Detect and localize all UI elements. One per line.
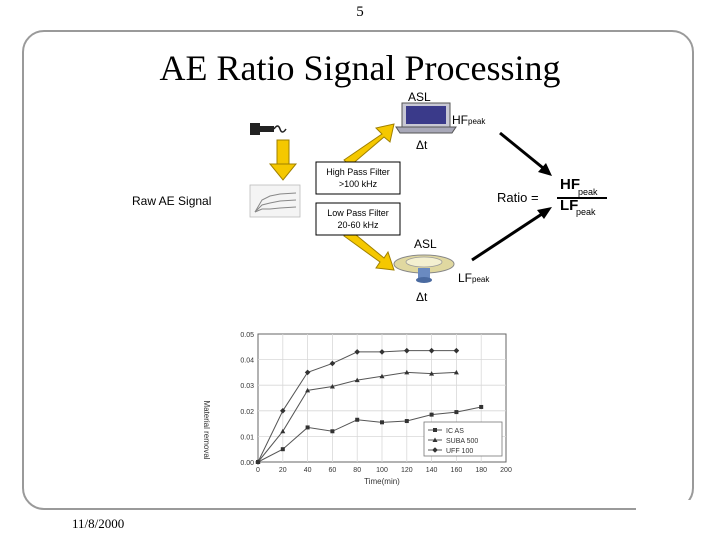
low-pass-filter-box — [315, 202, 401, 236]
high-pass-filter-box — [315, 161, 401, 195]
ratio-fraction-bar — [557, 197, 607, 199]
hf-text: HF — [452, 113, 468, 127]
ratio-numerator-sub: peak — [578, 187, 598, 197]
down-arrow-icon — [268, 139, 298, 181]
data-point — [280, 447, 285, 452]
asl-bottom-label: ASL — [414, 237, 437, 251]
data-point — [355, 417, 360, 422]
asl-top-label: ASL — [408, 90, 431, 104]
x-tick-label: 20 — [279, 467, 287, 474]
hf-to-ratio-line — [499, 131, 549, 174]
data-point — [404, 369, 410, 375]
arrow-to-top-asl-icon — [343, 123, 395, 167]
page-number: 5 — [356, 4, 364, 20]
disk-sample-icon — [393, 254, 455, 283]
data-point — [330, 429, 335, 434]
raw-signal-thumbnail — [249, 184, 301, 218]
data-point — [379, 373, 385, 379]
y-tick-label: 0.01 — [240, 434, 254, 441]
x-tick-label: 180 — [475, 467, 487, 474]
data-point — [454, 410, 459, 415]
data-point — [428, 347, 435, 354]
data-point — [432, 437, 438, 442]
series-line — [257, 406, 482, 463]
data-point — [304, 369, 311, 376]
arrow-to-bottom-asl-icon — [343, 229, 395, 271]
x-tick-label: 0 — [256, 467, 260, 474]
x-axis-label: Time(min) — [364, 477, 400, 486]
ae-sensor-icon — [250, 123, 287, 135]
data-point — [404, 419, 409, 424]
data-point — [432, 447, 438, 453]
y-tick-label: 0.03 — [240, 383, 254, 390]
slide-title: AE Ratio Signal Processing — [159, 48, 561, 88]
x-tick-label: 60 — [329, 467, 337, 474]
data-point — [255, 459, 261, 465]
y-axis-label: Material removal — [202, 400, 211, 459]
data-point — [280, 428, 286, 434]
high-pass-filter-line-2: >100 kHz — [338, 179, 378, 189]
x-tick-label: 80 — [353, 467, 361, 474]
legend-entry: IC AS — [446, 428, 464, 435]
x-tick-label: 140 — [426, 467, 438, 474]
lf-label: LFpeak — [458, 271, 489, 285]
delta-t-top-label: Δt — [416, 138, 428, 152]
x-tick-label: 40 — [304, 467, 312, 474]
data-point — [380, 420, 384, 425]
data-point — [453, 369, 459, 375]
slide-date: 11/8/2000 — [72, 516, 125, 531]
ratio-numerator: HF — [560, 176, 580, 193]
data-point — [354, 377, 360, 383]
data-point — [329, 383, 335, 389]
data-point — [433, 428, 437, 432]
material-removal-chart: 0.00 0.01 0.02 0.03 0.04 0.05 0 20 40 60 80 100 120 1… — [202, 332, 512, 486]
data-point — [305, 425, 310, 430]
data-point — [429, 371, 435, 376]
ratio-denominator: LF — [560, 197, 579, 214]
data-point — [329, 360, 336, 367]
y-tick-label: 0.00 — [240, 460, 254, 467]
data-point — [305, 387, 311, 393]
high-pass-filter-label: High Pass Filter >100 kHz — [316, 166, 400, 190]
data-point — [404, 347, 410, 354]
laptop-icon — [395, 102, 457, 134]
lf-to-ratio-line — [471, 208, 549, 262]
data-point — [453, 347, 460, 354]
low-pass-filter-line-2: 20-60 kHz — [337, 220, 379, 230]
high-pass-filter-line-1: High Pass Filter — [326, 167, 390, 177]
x-tick-label: 200 — [500, 467, 512, 474]
y-tick-label: 0.02 — [240, 409, 254, 416]
hf-sub: peak — [468, 117, 486, 126]
low-pass-filter-line-1: Low Pass Filter — [327, 208, 389, 218]
raw-signal-label: Raw AE Signal — [132, 194, 212, 208]
data-point — [479, 404, 484, 409]
lf-text: LF — [458, 271, 473, 285]
hf-label: HFpeak — [452, 113, 485, 127]
ratio-label: Ratio = — [497, 190, 539, 205]
x-tick-label: 100 — [376, 467, 388, 474]
frame-notch — [636, 500, 700, 514]
x-tick-label: 160 — [451, 467, 463, 474]
lf-sub: peak — [472, 275, 490, 284]
slide-frame — [22, 30, 694, 510]
legend-entry: SUBA 500 — [446, 438, 478, 445]
legend-entry: UFF 100 — [446, 448, 473, 455]
y-tick-label: 0.05 — [240, 332, 254, 339]
delta-t-bottom-label: Δt — [416, 290, 428, 304]
y-tick-label: 0.04 — [240, 358, 254, 365]
hf-arrowhead-icon — [538, 163, 552, 176]
x-tick-label: 120 — [401, 467, 413, 474]
low-pass-filter-label: Low Pass Filter 20-60 kHz — [316, 207, 400, 231]
data-point — [429, 412, 434, 417]
data-point — [354, 349, 360, 355]
ratio-denominator-sub: peak — [576, 207, 596, 217]
lf-arrowhead-icon — [537, 207, 552, 219]
